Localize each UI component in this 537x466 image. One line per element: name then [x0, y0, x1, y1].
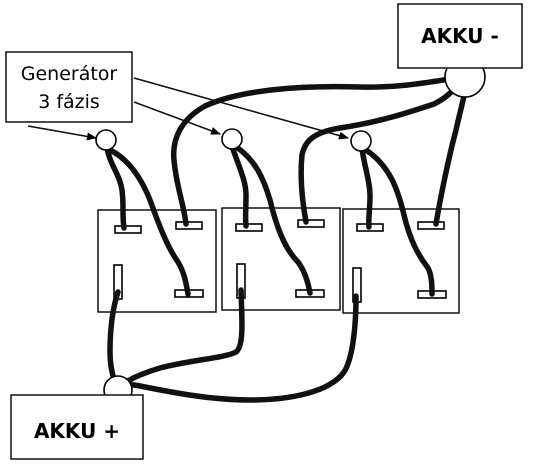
generator-label-box: [5, 51, 133, 123]
negative-wire-module-1: [170, 75, 459, 227]
module-3-top-right-terminal: [417, 221, 445, 230]
akku-minus-box: [397, 3, 523, 69]
positive-wire-module-2: [117, 287, 245, 389]
phase-3-wire-b: [363, 147, 435, 297]
akku-plus-box: [10, 394, 144, 460]
akku-plus-label: AKKU +: [34, 419, 120, 443]
negative-wire-module-3: [433, 83, 469, 227]
phase-2-wire-b: [232, 143, 313, 296]
generator-label-line2: 3 fázis: [38, 91, 100, 113]
module-2-top-left-terminal: [235, 223, 263, 232]
negative-wires: [170, 75, 469, 227]
phase-1-node: [95, 129, 117, 151]
phase-3-node: [350, 130, 372, 152]
arrow-to-phase-2: [133, 101, 221, 135]
module-2-top-right-terminal: [297, 219, 325, 228]
phase-3-wire-a: [359, 145, 373, 230]
positive-wire-module-3: [115, 293, 359, 403]
phase-2-wire-a: [229, 143, 249, 229]
arrow-to-phase-1: [27, 125, 97, 141]
phase-wires: [104, 143, 435, 297]
negative-wire-module-2: [298, 81, 461, 225]
module-1-top-right-terminal: [175, 221, 203, 230]
phase-2-node: [221, 128, 243, 150]
phase-1-wire-b: [107, 147, 191, 297]
diode-module-3: [342, 208, 460, 314]
phase-1-wire-a: [104, 145, 127, 231]
generator-label-line1: Generátor: [21, 63, 118, 85]
akku-minus-label: AKKU -: [421, 24, 499, 48]
module-1-top-left-terminal: [114, 225, 142, 234]
arrow-to-phase-3: [133, 77, 349, 140]
